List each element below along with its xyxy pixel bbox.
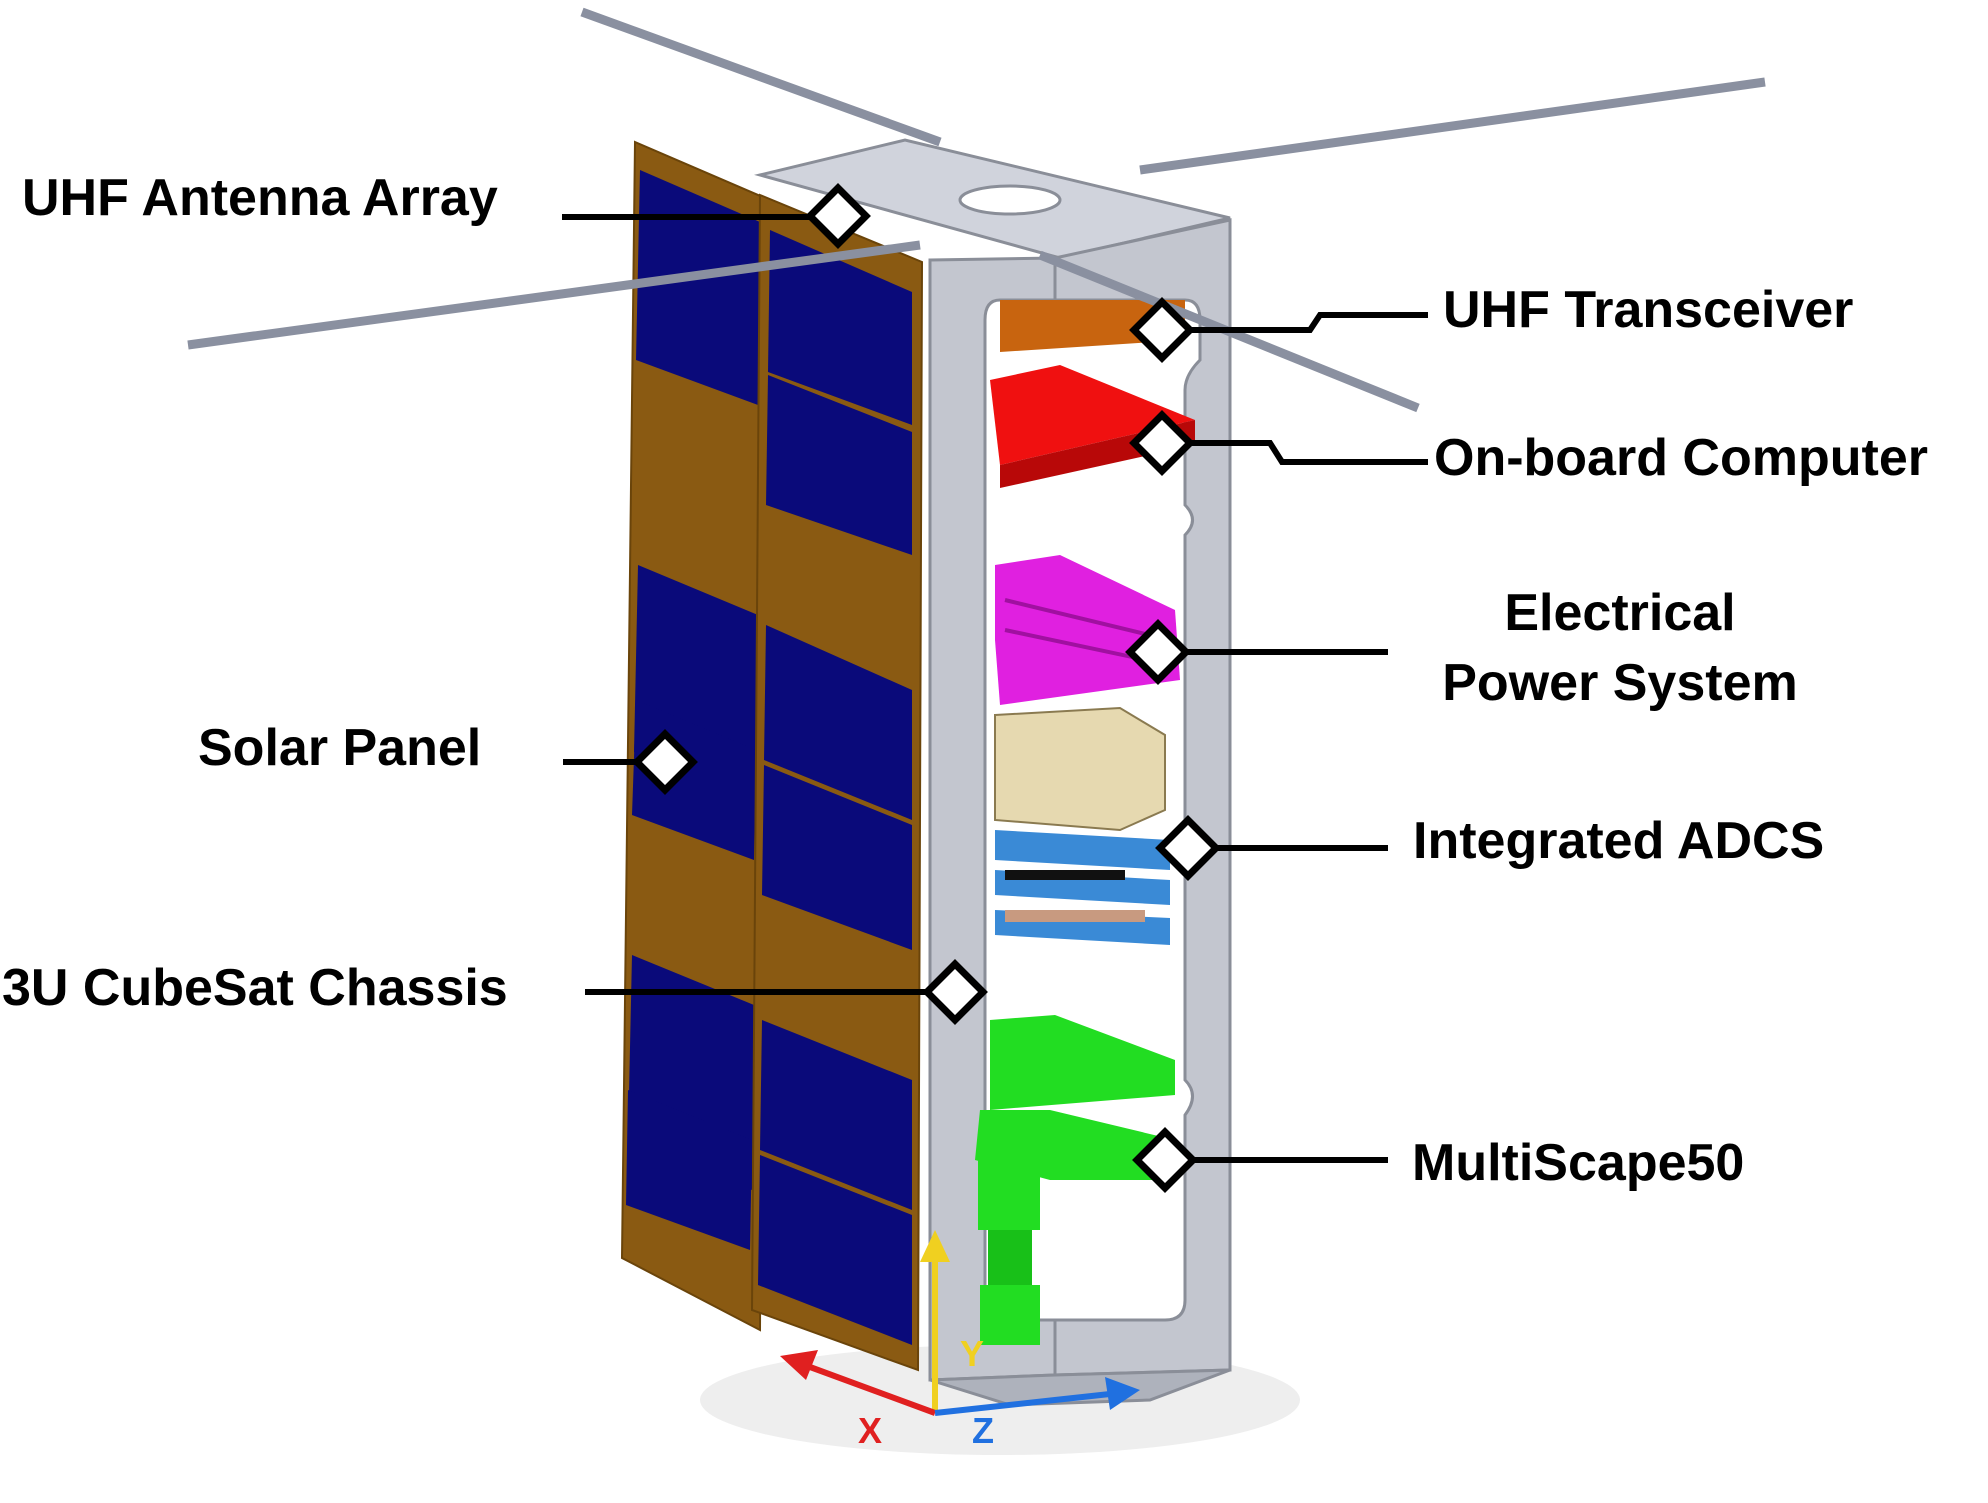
marker-solar-panel: [632, 729, 698, 795]
marker-uhf-transceiver: [1129, 297, 1195, 363]
marker-multiscape: [1132, 1127, 1198, 1193]
label-integrated-adcs: Integrated ADCS: [1413, 812, 1825, 870]
label-multiscape50: MultiScape50: [1412, 1134, 1745, 1192]
leader-lines: [562, 214, 1428, 1163]
axis-y-label: Y: [960, 1333, 985, 1374]
axis-x-label: X: [858, 1410, 883, 1451]
marker-uhf-antenna: [805, 183, 871, 249]
label-eps-line2: Power System: [1442, 654, 1798, 712]
axis-y-head: [920, 1230, 950, 1262]
marker-chassis: [922, 959, 988, 1025]
antenna-rod-left: [187, 240, 921, 350]
label-uhf-antenna-array: UHF Antenna Array: [22, 169, 498, 227]
coordinate-axes: [780, 1230, 1140, 1416]
leader-obc: [1162, 440, 1428, 465]
axis-z-arrow: [934, 1391, 1111, 1416]
axis-z-head: [1105, 1377, 1140, 1410]
label-solar-panel: Solar Panel: [198, 719, 482, 777]
marker-obc: [1129, 410, 1195, 476]
label-uhf-transceiver: UHF Transceiver: [1443, 281, 1854, 339]
axis-x-arrow: [808, 1364, 937, 1416]
solar-panel-left: [620, 140, 767, 1332]
label-3u-cubesat-chassis: 3U CubeSat Chassis: [2, 959, 508, 1017]
solar-panel-front: [750, 193, 924, 1372]
markers: [632, 183, 1221, 1193]
antenna-rod-back-right: [1139, 77, 1766, 175]
multiscape-payload: [975, 1015, 1175, 1345]
label-eps-line1: Electrical: [1504, 584, 1736, 642]
axis-z-label: Z: [972, 1410, 994, 1451]
adcs-stack: [994, 706, 1170, 945]
antenna-rod-top-left: [580, 7, 942, 147]
marker-eps: [1125, 619, 1191, 685]
label-on-board-computer: On-board Computer: [1434, 429, 1928, 487]
axis-x-head: [780, 1350, 818, 1380]
leader-uhf-transceiver: [1162, 312, 1428, 333]
marker-adcs: [1155, 815, 1221, 881]
